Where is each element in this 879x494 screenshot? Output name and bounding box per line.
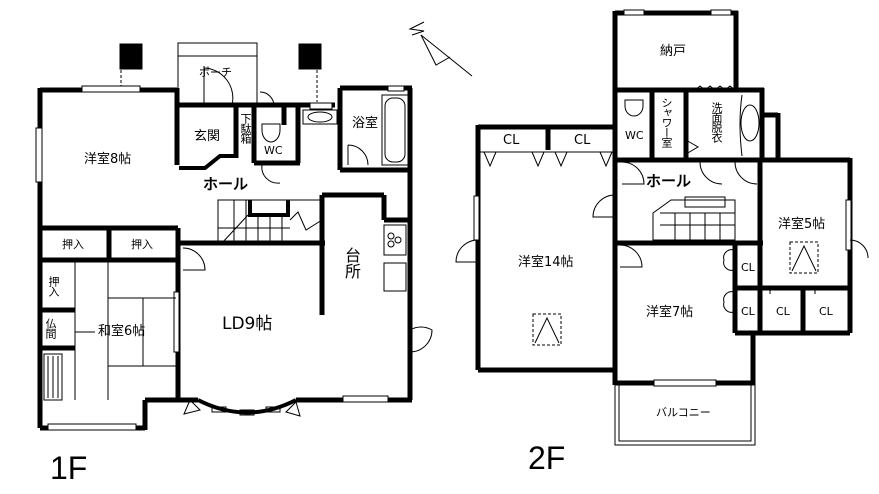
room-label-western-7: 洋室7帖 xyxy=(646,305,694,320)
ac-unit-icon xyxy=(298,43,322,70)
room-label-kitchen: 台所 xyxy=(342,247,361,279)
room-label-western-8: 洋室8帖 xyxy=(84,152,132,167)
room-label-closet: 押入 xyxy=(131,238,153,251)
room-label-shoe-box: 下駄箱 xyxy=(239,113,252,143)
room-label-western-5: 洋室5帖 xyxy=(778,217,826,232)
room-label-closet: CL xyxy=(819,305,833,318)
room-label-closet: 押入 xyxy=(62,238,84,251)
floor-label-2f: 2F xyxy=(528,440,566,476)
room-label-balcony: バルコニー xyxy=(656,406,711,419)
room-label-entrance: 玄関 xyxy=(194,129,221,144)
room-label-closet: CL xyxy=(741,305,755,318)
room-label-storage: 納戸 xyxy=(660,44,687,59)
north-arrow-icon xyxy=(408,21,473,77)
room-label-shower: シャワー室 xyxy=(660,97,673,147)
room-label-closet: CL xyxy=(503,133,520,148)
room-label-closet: 押入 xyxy=(47,276,60,296)
room-label-closet: CL xyxy=(574,133,591,148)
room-label-hall: ホール xyxy=(646,172,692,190)
room-label-wc: WC xyxy=(625,129,644,142)
room-label-washroom: 洗面脱衣 xyxy=(710,102,723,142)
room-label-closet: CL xyxy=(741,261,755,274)
room-label-hall: ホール xyxy=(203,175,249,193)
ac-unit-icon xyxy=(119,43,143,70)
room-label-ld-9: LD9帖 xyxy=(222,314,273,334)
room-label-bath: 浴室 xyxy=(352,116,379,131)
room-label-western-14: 洋室14帖 xyxy=(518,255,574,270)
room-label-closet: CL xyxy=(776,305,790,318)
room-label-wc: WC xyxy=(264,144,283,157)
room-label-japanese-6: 和室6帖 xyxy=(98,324,146,339)
floor-label-1f: 1F xyxy=(50,450,88,486)
room-label-butsuma: 仏間 xyxy=(44,318,57,338)
room-label-porch: ポーチ xyxy=(199,66,232,79)
